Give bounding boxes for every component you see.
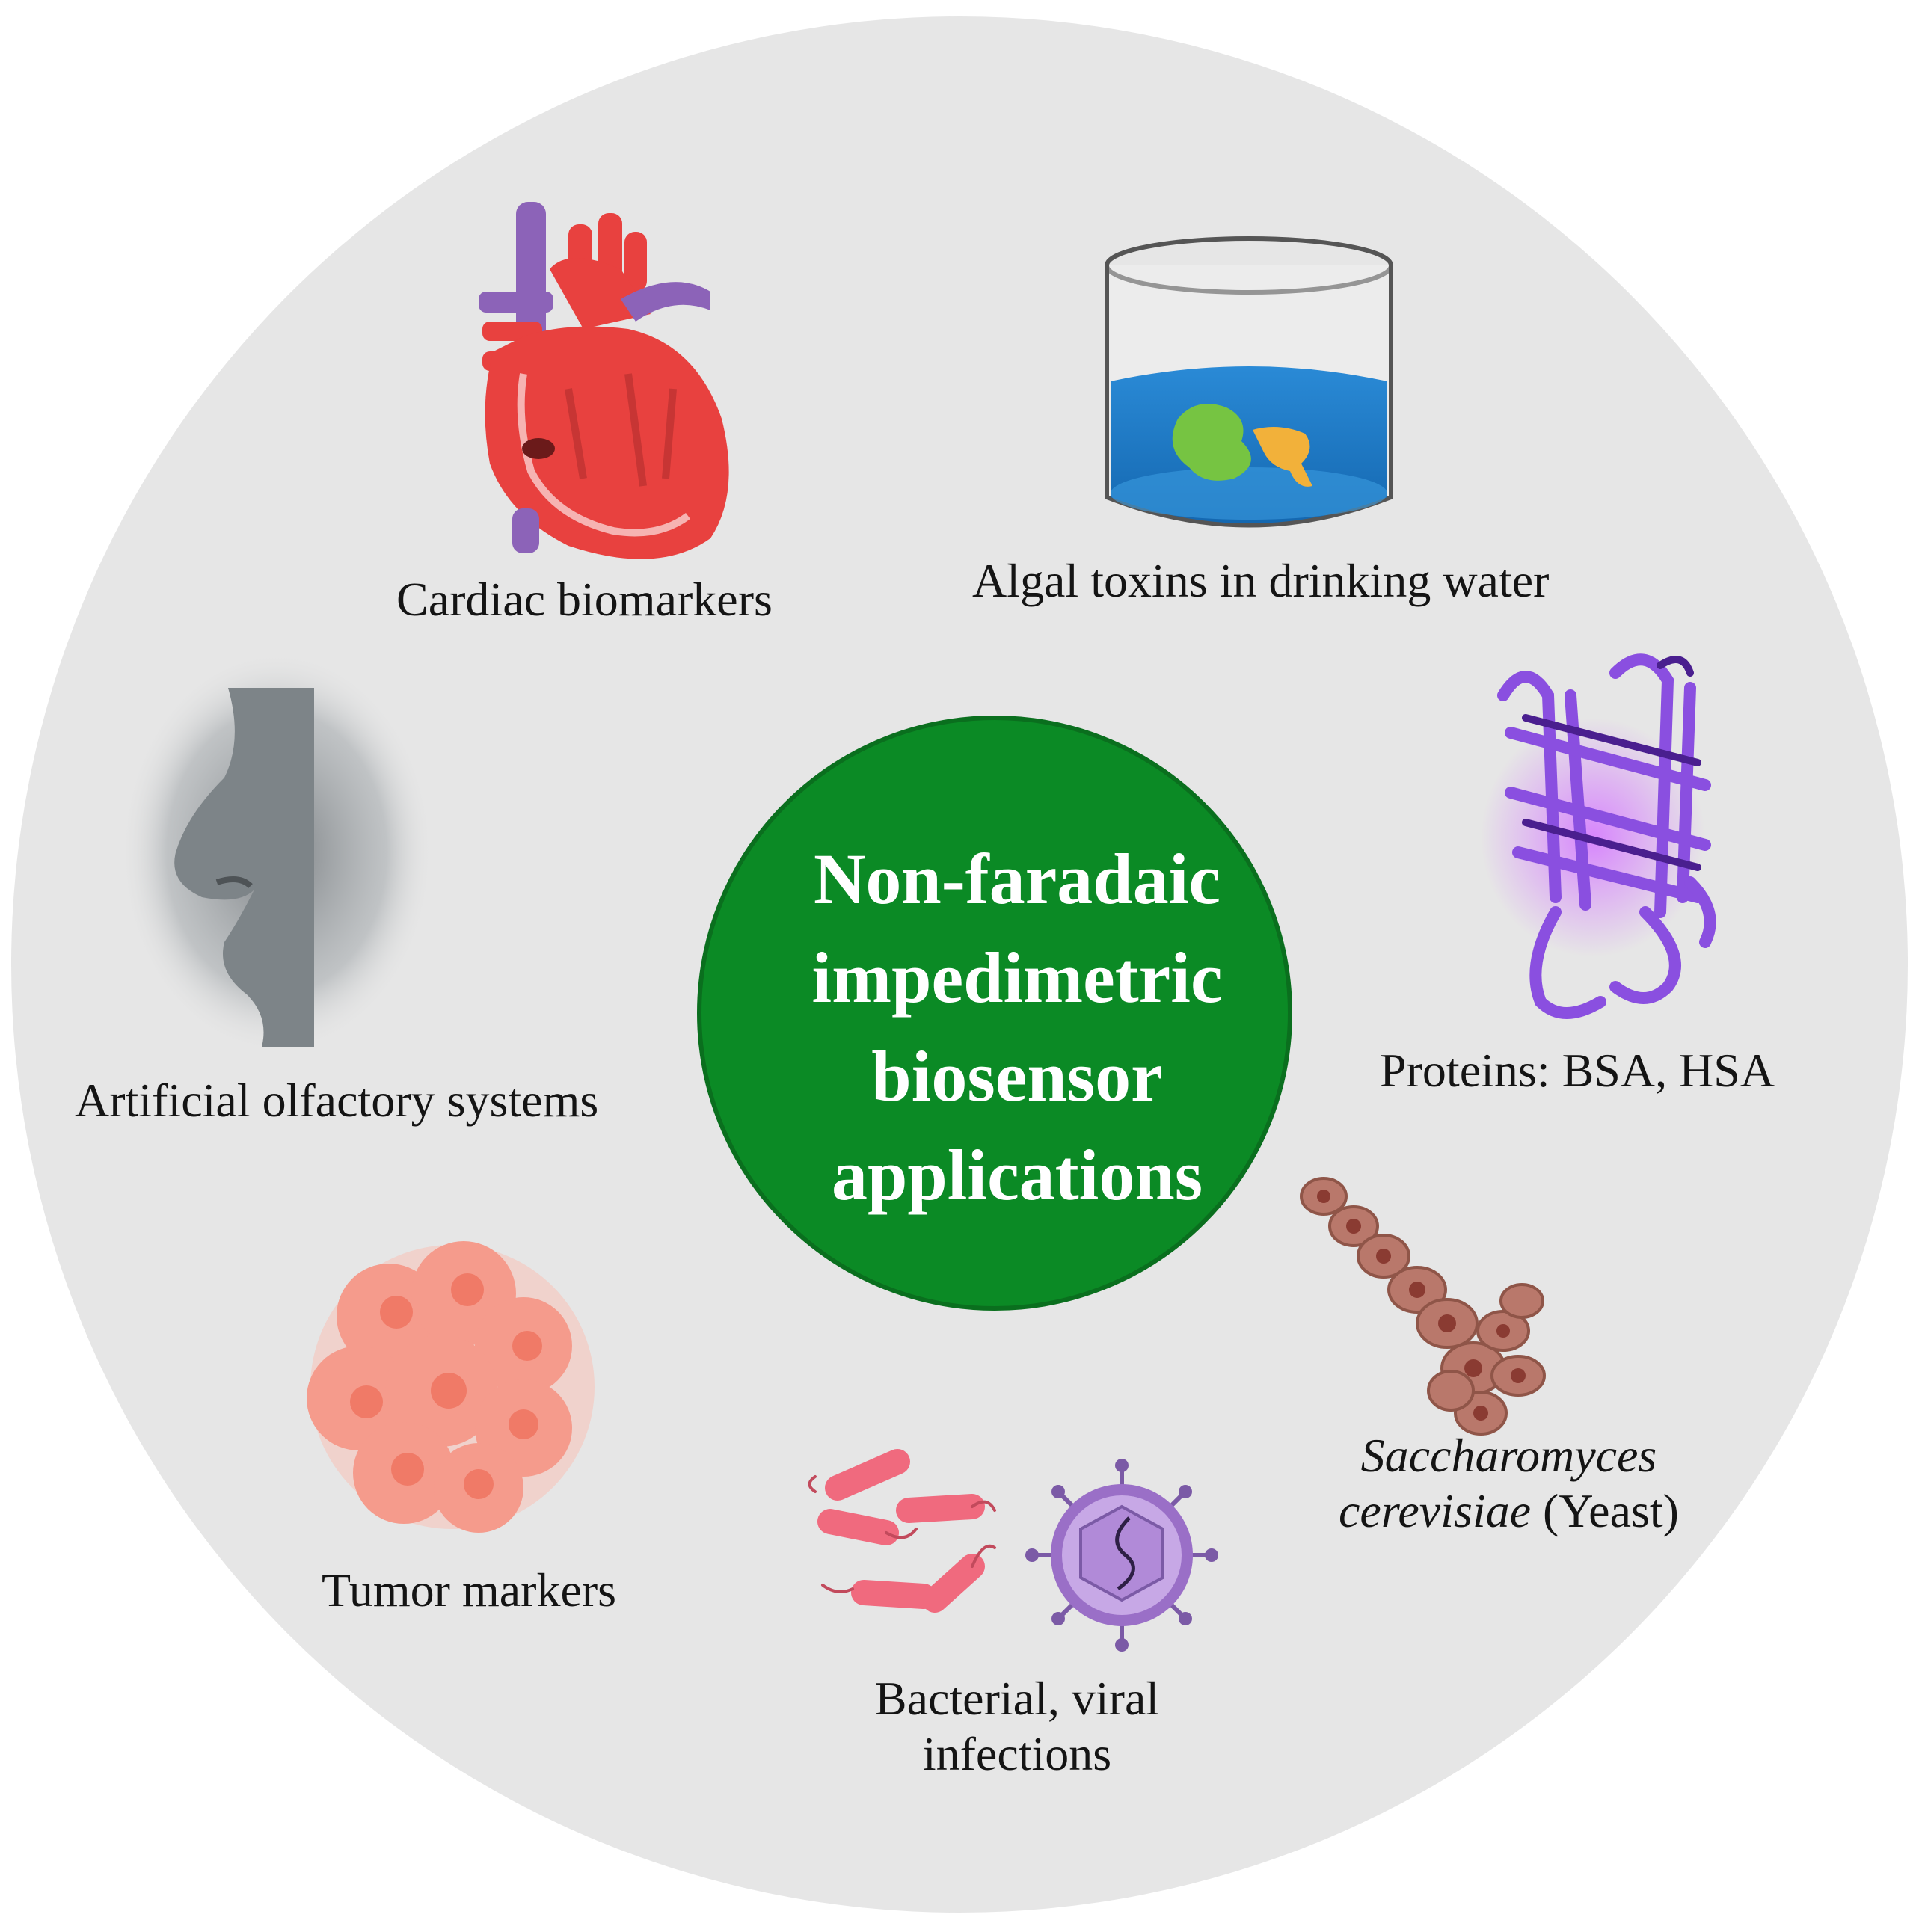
label-yeast-species: cerevisiae (1339, 1483, 1532, 1537)
center-title-line-4: applications (831, 1135, 1203, 1215)
label-yeast-common: (Yeast) (1543, 1483, 1679, 1537)
tumor-cells-icon (307, 1241, 595, 1533)
center-title: Non-faradaic impedimetric biosensor appl… (703, 830, 1331, 1225)
yeast-cell-icon (1300, 1177, 1546, 1436)
label-artificial-olfactory: Artificial olfactory systems (75, 1074, 599, 1127)
label-tumor-markers: Tumor markers (322, 1563, 617, 1616)
center-title-line-1: Non-faradaic (814, 839, 1221, 919)
label-proteins: Proteins: BSA, HSA (1380, 1044, 1775, 1097)
nose-icon (120, 650, 434, 1054)
virus-icon (1025, 1459, 1218, 1652)
label-bacterial-viral-line-1: Bacterial, viral (874, 1672, 1160, 1725)
water-beaker-icon (1105, 236, 1393, 528)
center-circle (697, 716, 1292, 1311)
label-yeast: Saccharomyces cerevisiae (Yeast) (1339, 1428, 1679, 1538)
label-algal-toxins: Algal toxins in drinking water (972, 554, 1550, 607)
center-title-line-3: biosensor (871, 1036, 1163, 1116)
center-title-line-2: impedimetric (811, 938, 1223, 1018)
label-bacterial-viral: Bacterial, viral infections (849, 1671, 1185, 1781)
label-bacterial-viral-line-2: infections (922, 1726, 1112, 1780)
label-yeast-genus: Saccharomyces (1360, 1429, 1657, 1482)
protein-structure-icon (1481, 653, 1716, 1019)
heart-icon (479, 202, 729, 559)
label-cardiac-biomarkers: Cardiac biomarkers (396, 573, 773, 626)
bacteria-icon (808, 1449, 996, 1613)
